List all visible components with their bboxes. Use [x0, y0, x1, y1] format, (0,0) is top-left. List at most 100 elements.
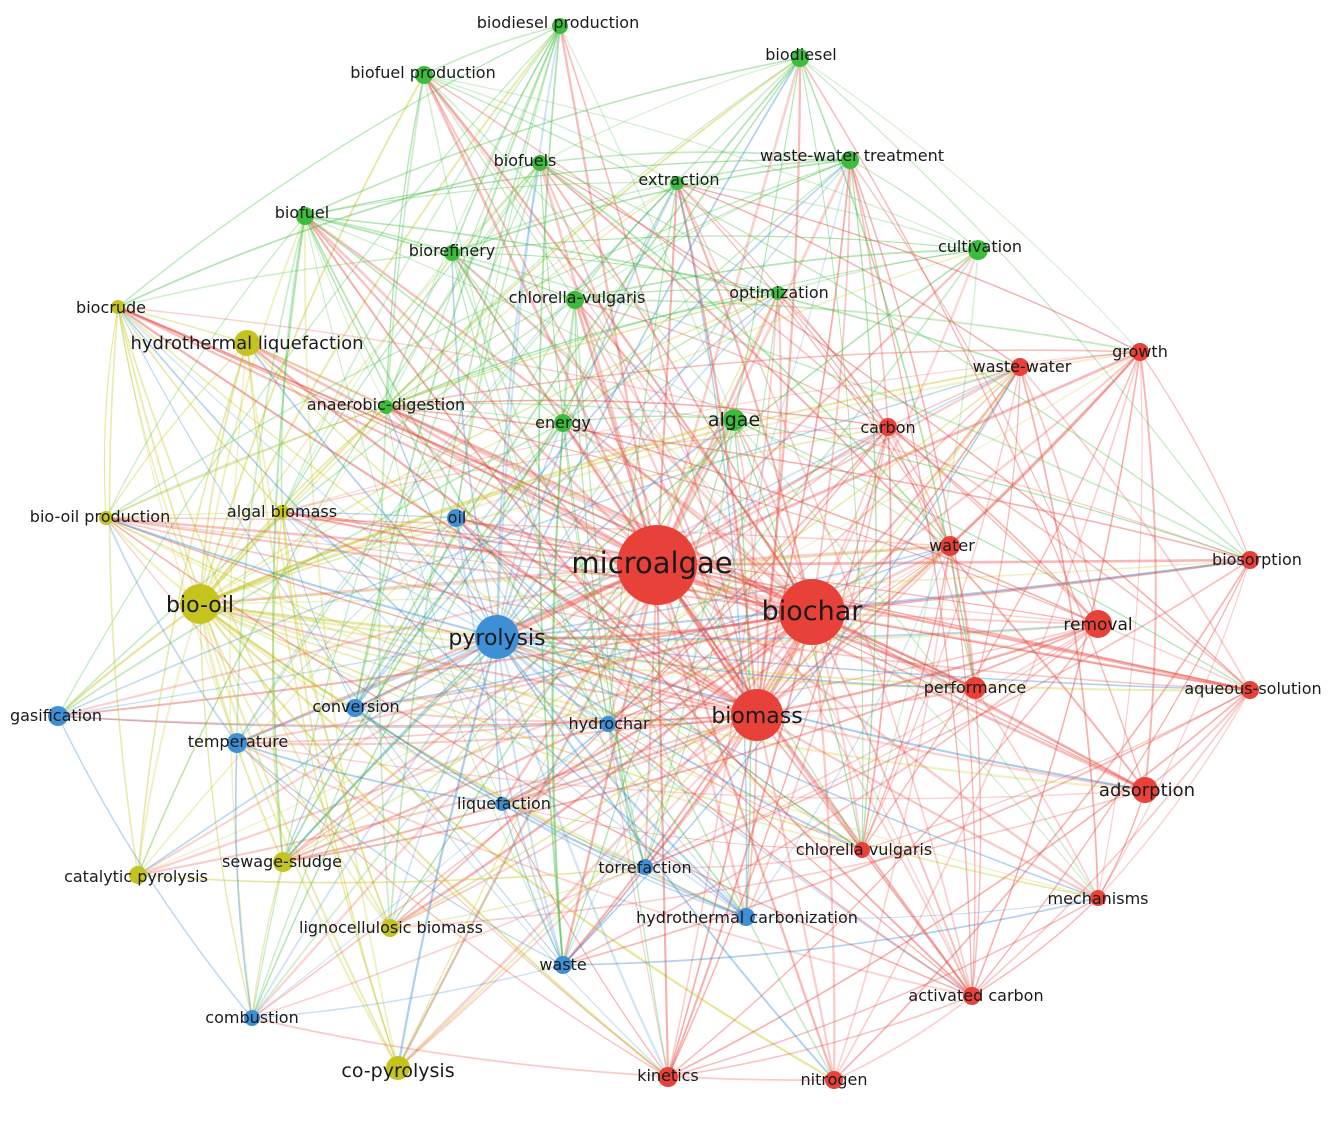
node-conversion[interactable] — [346, 699, 364, 717]
label-biorefinery[interactable]: biorefinery — [409, 241, 496, 260]
node-biofuels[interactable] — [532, 155, 548, 171]
label-hydrochar[interactable]: hydrochar — [568, 714, 650, 733]
node-co-pyrolysis[interactable] — [386, 1056, 410, 1080]
node-waste-water[interactable] — [1011, 358, 1029, 376]
label-liquefaction[interactable]: liquefaction — [457, 794, 551, 813]
label-biofuel[interactable]: biofuel — [275, 203, 329, 222]
node-aqueous-solution[interactable] — [1241, 681, 1259, 699]
node-anaerobic-digestion[interactable] — [379, 400, 393, 414]
node-mechanisms[interactable] — [1090, 890, 1106, 906]
label-waste[interactable]: waste — [539, 955, 586, 974]
node-sewage-sludge[interactable] — [273, 852, 293, 872]
label-biomass[interactable]: biomass — [711, 704, 802, 729]
label-sewage-sludge[interactable]: sewage-sludge — [222, 852, 342, 871]
label-growth[interactable]: growth — [1112, 342, 1168, 361]
label-hydrothermal-carbonization[interactable]: hydrothermal carbonization — [636, 908, 858, 927]
label-chlorella-vulgaris[interactable]: chlorella-vulgaris — [509, 288, 646, 307]
label-kinetics[interactable]: kinetics — [637, 1066, 699, 1085]
node-oil[interactable] — [447, 509, 465, 527]
node-microalgae[interactable] — [617, 525, 697, 605]
node-biorefinery[interactable] — [444, 245, 460, 261]
label-temperature[interactable]: temperature — [188, 732, 289, 751]
label-conversion[interactable]: conversion — [312, 697, 399, 716]
node-hydrothermal-carbonization[interactable] — [737, 908, 755, 926]
node-temperature[interactable] — [227, 733, 247, 753]
label-bio-oil-production[interactable]: bio-oil production — [30, 507, 170, 526]
node-algae[interactable] — [723, 409, 745, 431]
label-aqueous-solution[interactable]: aqueous-solution — [1184, 679, 1321, 698]
node-pyrolysis[interactable] — [475, 615, 519, 659]
node-liquefaction[interactable] — [495, 797, 509, 811]
node-biochar[interactable] — [779, 579, 845, 645]
label-biochar[interactable]: biochar — [762, 596, 864, 627]
label-biodiesel[interactable]: biodiesel — [765, 45, 836, 64]
label-torrefaction[interactable]: torrefaction — [598, 858, 691, 877]
node-catalytic-pyrolysis[interactable] — [129, 866, 147, 884]
label-anaerobic-digestion[interactable]: anaerobic-digestion — [307, 395, 465, 414]
label-activated-carbon[interactable]: activated carbon — [908, 986, 1043, 1005]
node-water[interactable] — [940, 536, 960, 556]
node-performance[interactable] — [964, 677, 986, 699]
node-biomass[interactable] — [731, 689, 783, 741]
label-oil[interactable]: oil — [448, 508, 467, 527]
node-extraction[interactable] — [670, 176, 684, 190]
node-algal-biomass[interactable] — [275, 505, 289, 519]
label-extraction[interactable]: extraction — [638, 170, 719, 189]
label-biodiesel-production[interactable]: biodiesel production — [477, 13, 639, 32]
node-biodiesel[interactable] — [791, 49, 809, 67]
node-nitrogen[interactable] — [825, 1071, 843, 1089]
node-growth[interactable] — [1131, 343, 1149, 361]
label-optimization[interactable]: optimization — [729, 283, 829, 302]
label-biofuels[interactable]: biofuels — [494, 151, 557, 170]
node-waste-water-treatment[interactable] — [841, 151, 859, 169]
label-carbon[interactable]: carbon — [860, 418, 915, 437]
node-removal[interactable] — [1084, 610, 1112, 638]
node-kinetics[interactable] — [658, 1067, 678, 1087]
node-lignocellulosic-biomass[interactable] — [381, 919, 399, 937]
node-biodiesel-production[interactable] — [552, 18, 568, 34]
node-energy[interactable] — [554, 414, 572, 432]
node-chlorella-vulgaris[interactable] — [566, 291, 584, 309]
node-carbon[interactable] — [879, 418, 897, 436]
label-biosorption[interactable]: biosorption — [1212, 550, 1302, 569]
label-mechanisms[interactable]: mechanisms — [1047, 889, 1148, 908]
node-biosorption[interactable] — [1241, 551, 1259, 569]
label-biocrude[interactable]: biocrude — [76, 298, 146, 317]
label-biofuel-production[interactable]: biofuel production — [350, 63, 495, 82]
label-microalgae[interactable]: microalgae — [571, 546, 732, 580]
node-biofuel-production[interactable] — [415, 66, 433, 84]
node-biocrude[interactable] — [111, 300, 125, 314]
label-energy[interactable]: energy — [535, 413, 591, 432]
node-biofuel[interactable] — [296, 207, 314, 225]
node-chlorella-vulgaris-2[interactable] — [854, 842, 870, 858]
label-chlorella-vulgaris-2[interactable]: chlorella vulgaris — [796, 840, 932, 859]
label-algal-biomass[interactable]: algal biomass — [227, 502, 337, 521]
node-bio-oil-production[interactable] — [99, 511, 113, 525]
label-gasification[interactable]: gasification — [10, 706, 102, 725]
label-water[interactable]: water — [929, 536, 975, 555]
node-optimization[interactable] — [771, 286, 785, 300]
label-bio-oil[interactable]: bio-oil — [166, 593, 234, 618]
node-hydrochar[interactable] — [600, 716, 616, 732]
label-adsorption[interactable]: adsorption — [1099, 780, 1195, 801]
label-nitrogen[interactable]: nitrogen — [800, 1070, 867, 1089]
node-torrefaction[interactable] — [637, 859, 653, 875]
node-adsorption[interactable] — [1132, 777, 1158, 803]
label-waste-water-treatment[interactable]: waste-water treatment — [760, 146, 944, 165]
label-co-pyrolysis[interactable]: co-pyrolysis — [341, 1060, 454, 1082]
node-hydrothermal-liquefaction[interactable] — [234, 330, 260, 356]
node-activated-carbon[interactable] — [963, 987, 981, 1005]
label-waste-water[interactable]: waste-water — [973, 357, 1072, 376]
node-gasification[interactable] — [48, 706, 68, 726]
node-waste[interactable] — [554, 956, 572, 974]
node-bio-oil[interactable] — [180, 584, 220, 624]
label-removal[interactable]: removal — [1063, 615, 1132, 635]
label-performance[interactable]: performance — [924, 678, 1026, 697]
label-cultivation[interactable]: cultivation — [938, 237, 1022, 256]
label-algae[interactable]: algae — [708, 409, 760, 431]
label-lignocellulosic-biomass[interactable]: lignocellulosic biomass — [299, 918, 483, 937]
label-catalytic-pyrolysis[interactable]: catalytic pyrolysis — [64, 867, 208, 886]
label-hydrothermal-liquefaction[interactable]: hydrothermal liquefaction — [130, 333, 363, 354]
node-cultivation[interactable] — [968, 240, 988, 260]
label-combustion[interactable]: combustion — [205, 1008, 298, 1027]
